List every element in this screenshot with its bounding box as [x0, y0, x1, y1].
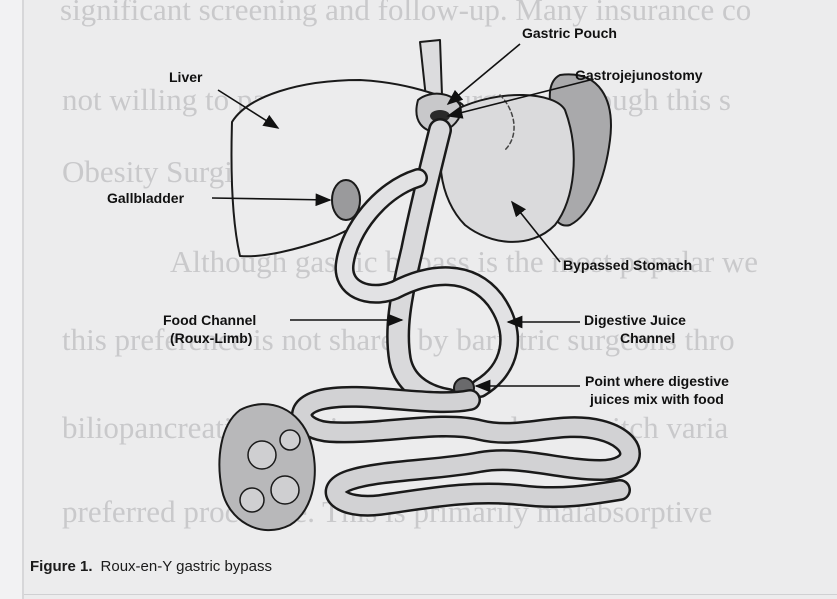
label-roux-limb: (Roux-Limb): [170, 330, 252, 346]
label-digestive-juice: Digestive Juice: [584, 312, 686, 328]
figure-number: Figure 1.: [30, 558, 93, 575]
label-gastric-pouch: Gastric Pouch: [522, 25, 617, 41]
label-gallbladder: Gallbladder: [107, 190, 185, 206]
label-food-channel: Food Channel: [163, 312, 256, 328]
label-bypassed-stomach: Bypassed Stomach: [563, 257, 692, 273]
label-gastrojejunostomy: Gastrojejunostomy: [575, 67, 703, 83]
figure-title: Roux-en-Y gastric bypass: [101, 558, 272, 575]
label-mix-point-2: juices mix with food: [589, 391, 724, 407]
label-liver: Liver: [169, 69, 203, 85]
bg-line: significant screening and follow-up. Man…: [60, 0, 751, 27]
anatomy-illustration: [219, 40, 630, 530]
figure-caption: Figure 1. Roux-en-Y gastric bypass: [30, 558, 272, 575]
label-channel: Channel: [620, 330, 675, 346]
bottom-border: [24, 594, 837, 595]
label-mix-point: Point where digestive: [585, 373, 729, 389]
